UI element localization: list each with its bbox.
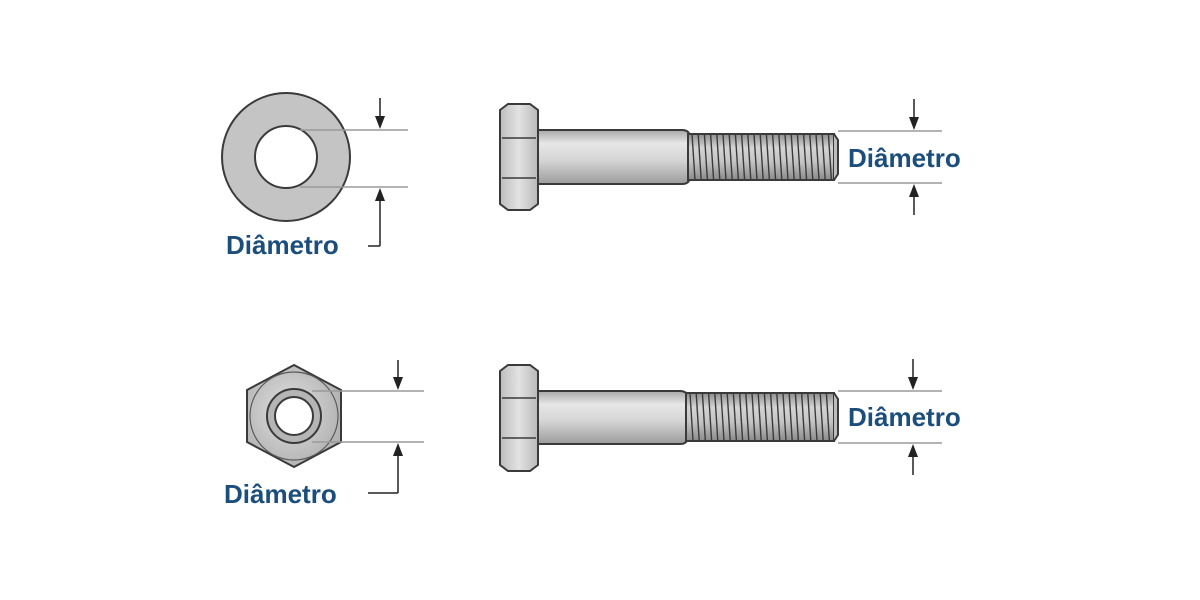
bolt-bottom: [499, 364, 839, 472]
thread-crest: [776, 392, 781, 442]
thread-crest: [800, 392, 806, 442]
thread-crest: [701, 392, 707, 442]
thread-crest: [763, 392, 769, 442]
thread-crest: [714, 392, 719, 442]
nut-arrowhead-top: [393, 377, 403, 390]
bolt-top: [499, 103, 839, 211]
bolt-bottom-threads: [689, 392, 831, 442]
thread-crest: [753, 133, 758, 181]
thread-crest: [827, 133, 833, 181]
thread-crest: [815, 133, 820, 181]
thread-crest: [778, 133, 783, 181]
bolt-bottom-head: [499, 364, 539, 472]
bolt-top-diameter-label: Diâmetro: [848, 143, 961, 173]
bolt-bottom-diameter-label: Diâmetro: [848, 402, 961, 432]
thread-crest: [689, 392, 694, 442]
nut-chamfer: [249, 371, 339, 461]
thread-crest: [794, 392, 800, 442]
thread-crest: [740, 133, 746, 181]
bolt-top-head: [499, 103, 539, 211]
thread-crest: [759, 133, 764, 181]
thread-crest: [796, 133, 802, 181]
bolt-top-shank: [537, 129, 691, 185]
bolt-top-arrowhead-top: [909, 117, 919, 130]
thread-crest: [765, 133, 771, 181]
nut-hole: [274, 396, 314, 436]
bolt-bottom-shank: [537, 390, 689, 445]
washer-diameter-label: Diâmetro: [226, 230, 339, 260]
thread-crest: [819, 392, 824, 442]
thread-crest: [784, 133, 789, 181]
bolt-top-dimension: [838, 99, 942, 215]
thread-crest: [825, 392, 831, 442]
thread-crest: [728, 133, 733, 181]
thread-crest: [745, 392, 750, 442]
bolt-bottom-dimension: [838, 359, 942, 475]
thread-crest: [720, 392, 725, 442]
nut-dimension: [312, 360, 424, 494]
thread-crest: [813, 392, 818, 442]
bolt-bottom-arrowhead-bottom: [908, 444, 918, 457]
thread-crest: [747, 133, 752, 181]
thread-crest: [821, 133, 826, 181]
washer-hole: [254, 125, 318, 189]
thread-crest: [790, 133, 795, 181]
thread-crest: [751, 392, 756, 442]
thread-crest: [732, 392, 738, 442]
bolt-top-tip: [833, 133, 839, 181]
thread-crest: [788, 392, 793, 442]
bolt-bottom-tip: [833, 392, 839, 442]
thread-crest: [703, 133, 709, 181]
thread-crest: [707, 392, 713, 442]
bolt-top-threads: [691, 133, 833, 181]
thread-crest: [716, 133, 721, 181]
nut-diameter-label: Diâmetro: [224, 479, 337, 509]
thread-crest: [769, 392, 775, 442]
thread-crest: [757, 392, 762, 442]
washer-arrowhead-bottom: [375, 188, 385, 201]
washer-arrowhead-top: [375, 116, 385, 129]
nut-arrowhead-bottom: [393, 443, 403, 456]
thread-crest: [802, 133, 808, 181]
bolt-bottom-arrowhead-top: [908, 377, 918, 390]
thread-crest: [726, 392, 731, 442]
thread-crest: [691, 133, 696, 181]
thread-crest: [709, 133, 715, 181]
thread-crest: [771, 133, 777, 181]
thread-crest: [697, 133, 702, 181]
thread-crest: [782, 392, 787, 442]
thread-crest: [809, 133, 814, 181]
thread-crest: [722, 133, 727, 181]
hex-nut: [246, 363, 342, 469]
bolt-top-arrowhead-bottom: [909, 184, 919, 197]
thread-crest: [734, 133, 740, 181]
washer: [221, 92, 351, 222]
washer-dimension: [300, 98, 408, 247]
thread-crest: [695, 392, 700, 442]
thread-crest: [738, 392, 744, 442]
thread-crest: [807, 392, 812, 442]
